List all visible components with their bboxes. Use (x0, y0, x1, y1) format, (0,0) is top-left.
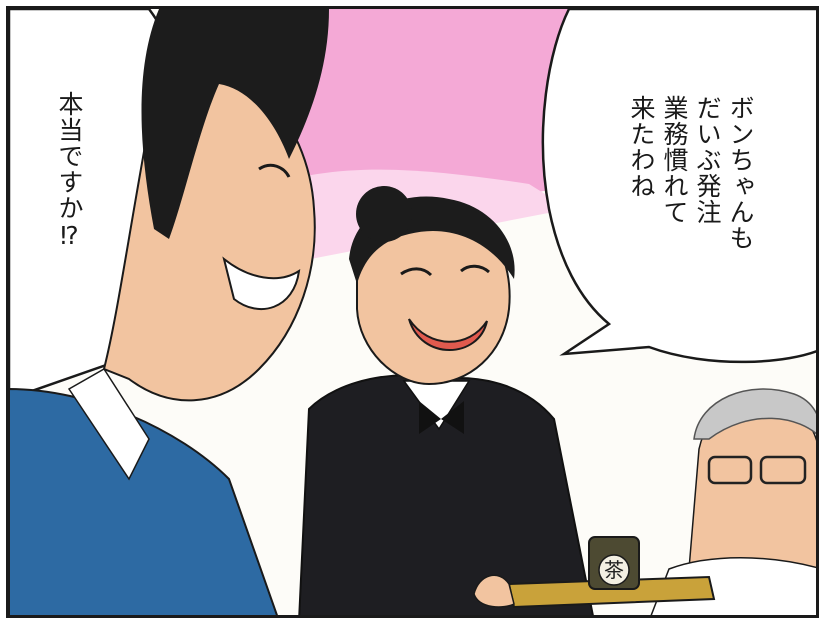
man-foreground (9, 9, 329, 615)
woman-center (298, 186, 594, 615)
cup-mark: 茶 (604, 558, 624, 582)
speech-bubble-right (541, 9, 816, 364)
speech-right-text: ボンちゃんも だいぶ発注 業務慣れて 来たわね (627, 95, 755, 251)
speech-left-text: 本当ですか⁉ (55, 91, 84, 251)
manga-panel: 本当ですか⁉ ボンちゃんも だいぶ発注 業務慣れて 来たわね 茶 (6, 6, 819, 618)
panel-illustration (9, 9, 816, 615)
tea-tray (473, 536, 716, 609)
